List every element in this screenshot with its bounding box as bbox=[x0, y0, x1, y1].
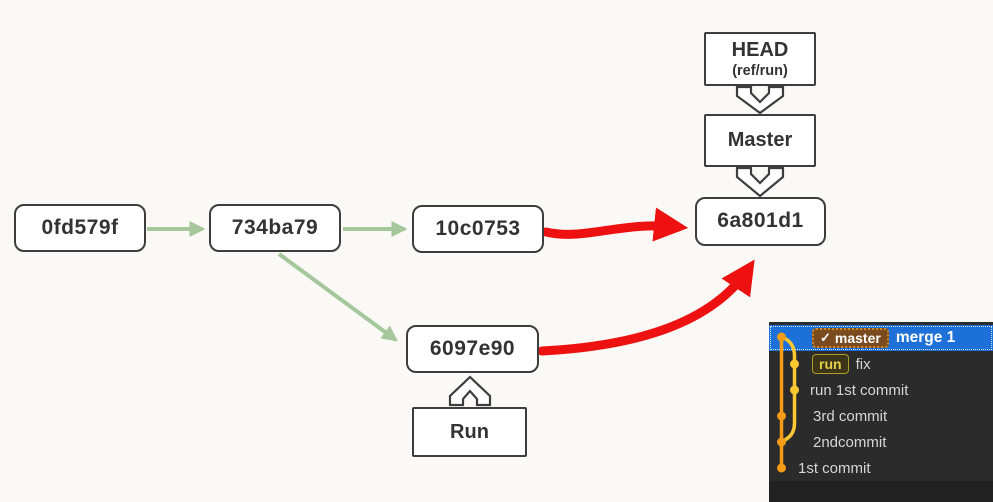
commit-message: run 1st commit bbox=[810, 381, 909, 399]
branch-badge-label: master bbox=[834, 330, 881, 346]
commit-node-1: 734ba79 bbox=[209, 204, 341, 252]
log-row-run-1st-commit[interactable]: run 1st commit bbox=[769, 377, 993, 403]
branch-badge-label: run bbox=[819, 356, 842, 372]
log-row-fix[interactable]: run fix bbox=[769, 351, 993, 377]
log-row-1st-commit[interactable]: 1st commit bbox=[769, 455, 993, 481]
commit-node-3: 6a801d1 bbox=[695, 197, 826, 246]
head-sublabel: (ref/run) bbox=[732, 62, 788, 79]
run-ref-box: Run bbox=[412, 407, 527, 457]
master-label: Master bbox=[727, 129, 793, 151]
log-row-2ndcommit[interactable]: 2ndcommit bbox=[769, 429, 993, 455]
commit-hash-label: 0fd579f bbox=[41, 215, 119, 239]
block-arrow-head-to-master bbox=[735, 85, 785, 115]
commit-message: 2ndcommit bbox=[813, 433, 887, 451]
log-row-3rd-commit[interactable]: 3rd commit bbox=[769, 403, 993, 429]
arrow-6097e90-to-6a801d1 bbox=[537, 259, 755, 356]
block-arrow-master-to-6a801d1 bbox=[735, 166, 785, 198]
branch-badge-master[interactable]: ✓ master bbox=[812, 328, 889, 348]
commit-message: 3rd commit bbox=[813, 407, 888, 425]
commit-hash-label: 734ba79 bbox=[231, 215, 319, 239]
branch-badge-run[interactable]: run bbox=[812, 354, 849, 374]
commit-node-4: 6097e90 bbox=[406, 325, 539, 373]
commit-node-2: 10c0753 bbox=[412, 205, 544, 253]
commit-node-0: 0fd579f bbox=[14, 204, 146, 252]
log-row-merge-1[interactable]: ✓ master merge 1 bbox=[769, 325, 993, 351]
arrow-734ba79-to-6097e90 bbox=[277, 252, 398, 342]
master-ref-box: Master bbox=[704, 114, 816, 167]
commit-message: merge 1 bbox=[895, 329, 956, 346]
head-label: HEAD bbox=[731, 38, 789, 61]
commit-message: fix bbox=[855, 355, 871, 373]
commit-hash-label: 6a801d1 bbox=[717, 209, 804, 233]
git-log-panel: ✓ master merge 1 run fix run 1st commit … bbox=[769, 322, 993, 502]
commit-hash-label: 10c0753 bbox=[435, 216, 521, 240]
commit-list: ✓ master merge 1 run fix run 1st commit … bbox=[769, 325, 993, 481]
arrow-10c0753-to-6a801d1 bbox=[541, 207, 689, 242]
panel-footer bbox=[769, 481, 993, 502]
head-ref-box: HEAD (ref/run) bbox=[704, 32, 816, 86]
run-label: Run bbox=[450, 420, 489, 443]
check-icon: ✓ bbox=[820, 330, 831, 345]
commit-hash-label: 6097e90 bbox=[429, 336, 516, 360]
commit-message: 1st commit bbox=[798, 459, 871, 477]
block-arrow-run-to-6097e90 bbox=[448, 375, 492, 407]
